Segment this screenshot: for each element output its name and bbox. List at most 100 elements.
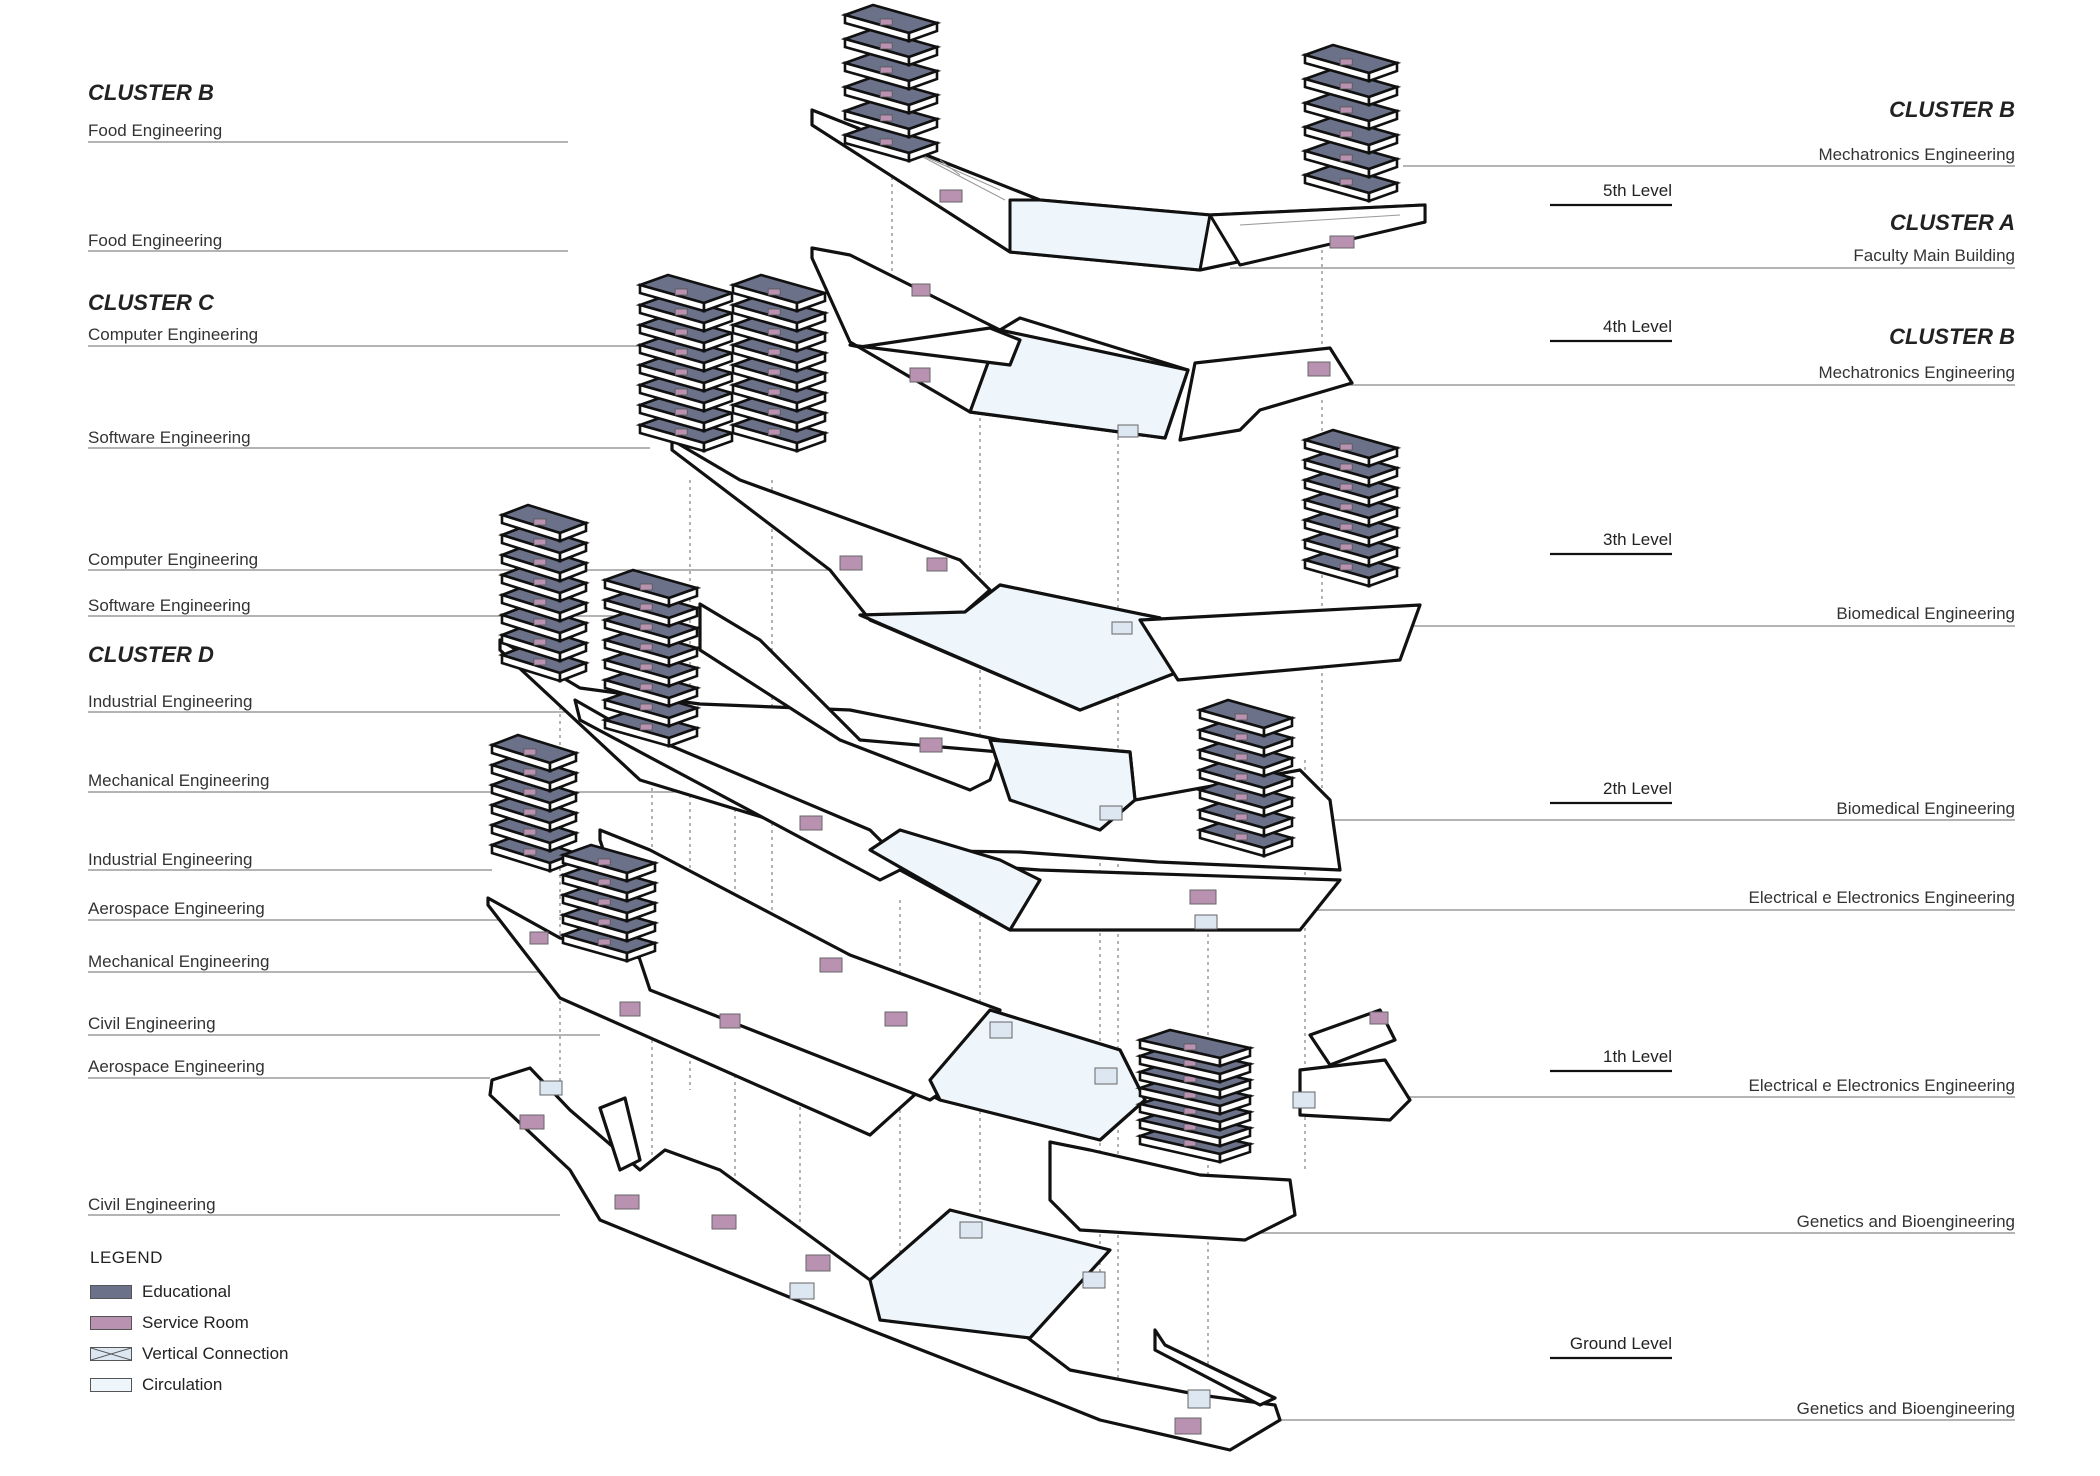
service-room	[1339, 154, 1353, 162]
label-civil-engineering: Civil Engineering	[88, 1014, 216, 1033]
service-room	[597, 898, 611, 906]
educational-floor-side	[907, 21, 939, 43]
label-industrial-engineering: Industrial Engineering	[88, 850, 253, 869]
service-room	[597, 858, 611, 866]
service-room	[1234, 813, 1248, 821]
service-room	[639, 603, 653, 611]
educational-floor-side	[625, 941, 657, 963]
educational-floor-side	[1367, 486, 1399, 508]
service-room-2c	[1189, 889, 1217, 905]
label-electrical-electronics-engineering: Electrical e Electronics Engineering	[1748, 888, 2015, 907]
educational-floor-side	[558, 621, 588, 643]
legend: LEGEND Educational Service Room Vertical…	[90, 1248, 288, 1400]
service-room-3b	[926, 557, 948, 572]
level-label-5: 5th Level	[1603, 181, 1672, 200]
service-room-2a	[919, 737, 943, 753]
educational-tower	[1135, 1028, 1255, 1164]
service-room	[597, 938, 611, 946]
service-room	[674, 368, 688, 376]
service-room	[533, 518, 547, 526]
label-genetics-bioengineering: Genetics and Bioengineering	[1796, 1212, 2015, 1231]
educational-floor-side	[548, 751, 578, 773]
legend-item-service-room: Service Room	[90, 1307, 288, 1338]
label-biomedical-engineering: Biomedical Engineering	[1836, 799, 2015, 818]
legend-label: Educational	[142, 1281, 231, 1301]
educational-floor-side	[1262, 756, 1294, 778]
service-room-g5	[1174, 1417, 1202, 1435]
vertical-connection-2a	[1099, 805, 1123, 821]
label-software-engineering: Software Engineering	[88, 428, 251, 447]
educational-tower	[558, 843, 660, 963]
legend-label: Circulation	[142, 1374, 223, 1394]
service-room-1d	[529, 931, 549, 945]
vertical-connection-g2	[789, 1282, 815, 1300]
legend-swatch-vertical-connection	[90, 1346, 132, 1361]
educational-tower	[498, 503, 590, 683]
educational-tower	[840, 3, 942, 163]
educational-floor-side	[1218, 1094, 1252, 1116]
educational-floor-side	[795, 431, 827, 453]
educational-floor-side	[1367, 506, 1399, 528]
service-room	[767, 408, 781, 416]
educational-floor-side	[907, 141, 939, 163]
service-room-4c	[1307, 361, 1331, 377]
educational-floor-side	[1367, 109, 1399, 131]
service-room	[533, 638, 547, 646]
educational-tower	[1300, 428, 1402, 588]
educational-floor-side	[795, 411, 827, 433]
service-room	[1339, 463, 1353, 471]
service-room	[879, 66, 893, 74]
service-room	[674, 408, 688, 416]
service-room	[533, 578, 547, 586]
service-room	[674, 308, 688, 316]
educational-tower	[635, 273, 737, 453]
educational-floor-side	[667, 646, 699, 668]
educational-floor-side	[548, 831, 578, 853]
service-room	[1339, 58, 1353, 66]
educational-tower	[1195, 698, 1297, 858]
service-room-1c	[619, 1001, 641, 1017]
educational-floor-side	[1262, 736, 1294, 758]
service-room	[767, 308, 781, 316]
cluster-heading-right-b1: CLUSTER B	[1889, 97, 2015, 122]
educational-floor-side	[667, 666, 699, 688]
service-room-1f	[1369, 1011, 1389, 1025]
educational-floor-side	[625, 901, 657, 923]
educational-towers	[488, 3, 1402, 1164]
cluster-heading-right-a: CLUSTER A	[1889, 210, 2015, 235]
educational-floor-side	[625, 861, 657, 883]
service-room-1e	[719, 1013, 741, 1029]
service-room-4a	[911, 283, 931, 297]
service-room	[674, 388, 688, 396]
cluster-heading-left-b: CLUSTER B	[88, 80, 214, 105]
service-room-1a	[819, 957, 843, 973]
educational-floor-side	[1262, 796, 1294, 818]
educational-floor-side	[907, 93, 939, 115]
educational-floor-side	[1367, 85, 1399, 107]
label-faculty-main-building: Faculty Main Building	[1853, 246, 2015, 265]
legend-swatch-service-room	[90, 1315, 132, 1330]
educational-floor-side	[907, 69, 939, 91]
level-label-1: 1th Level	[1603, 1047, 1672, 1066]
service-room	[1183, 1043, 1197, 1051]
service-room	[533, 618, 547, 626]
label-mechanical-engineering: Mechanical Engineering	[88, 771, 270, 790]
legend-item-circulation: Circulation	[90, 1369, 288, 1400]
level-label-2: 2th Level	[1603, 779, 1672, 798]
educational-floor-side	[1262, 836, 1294, 858]
label-aerospace-engineering: Aerospace Engineering	[88, 1057, 265, 1076]
service-room	[639, 703, 653, 711]
level-5-grid	[859, 127, 1401, 226]
service-room	[674, 428, 688, 436]
service-room	[879, 42, 893, 50]
service-room	[1339, 82, 1353, 90]
educational-floor-side	[1262, 776, 1294, 798]
service-room	[674, 328, 688, 336]
service-room	[767, 348, 781, 356]
level-1-lower-floor	[1048, 1140, 1297, 1242]
label-electrical-electronics-engineering: Electrical e Electronics Engineering	[1748, 1076, 2015, 1095]
educational-floor-side	[1367, 181, 1399, 203]
service-room-5b	[1329, 235, 1355, 249]
educational-floor-side	[1218, 1046, 1252, 1068]
label-civil-engineering: Civil Engineering	[88, 1195, 216, 1214]
